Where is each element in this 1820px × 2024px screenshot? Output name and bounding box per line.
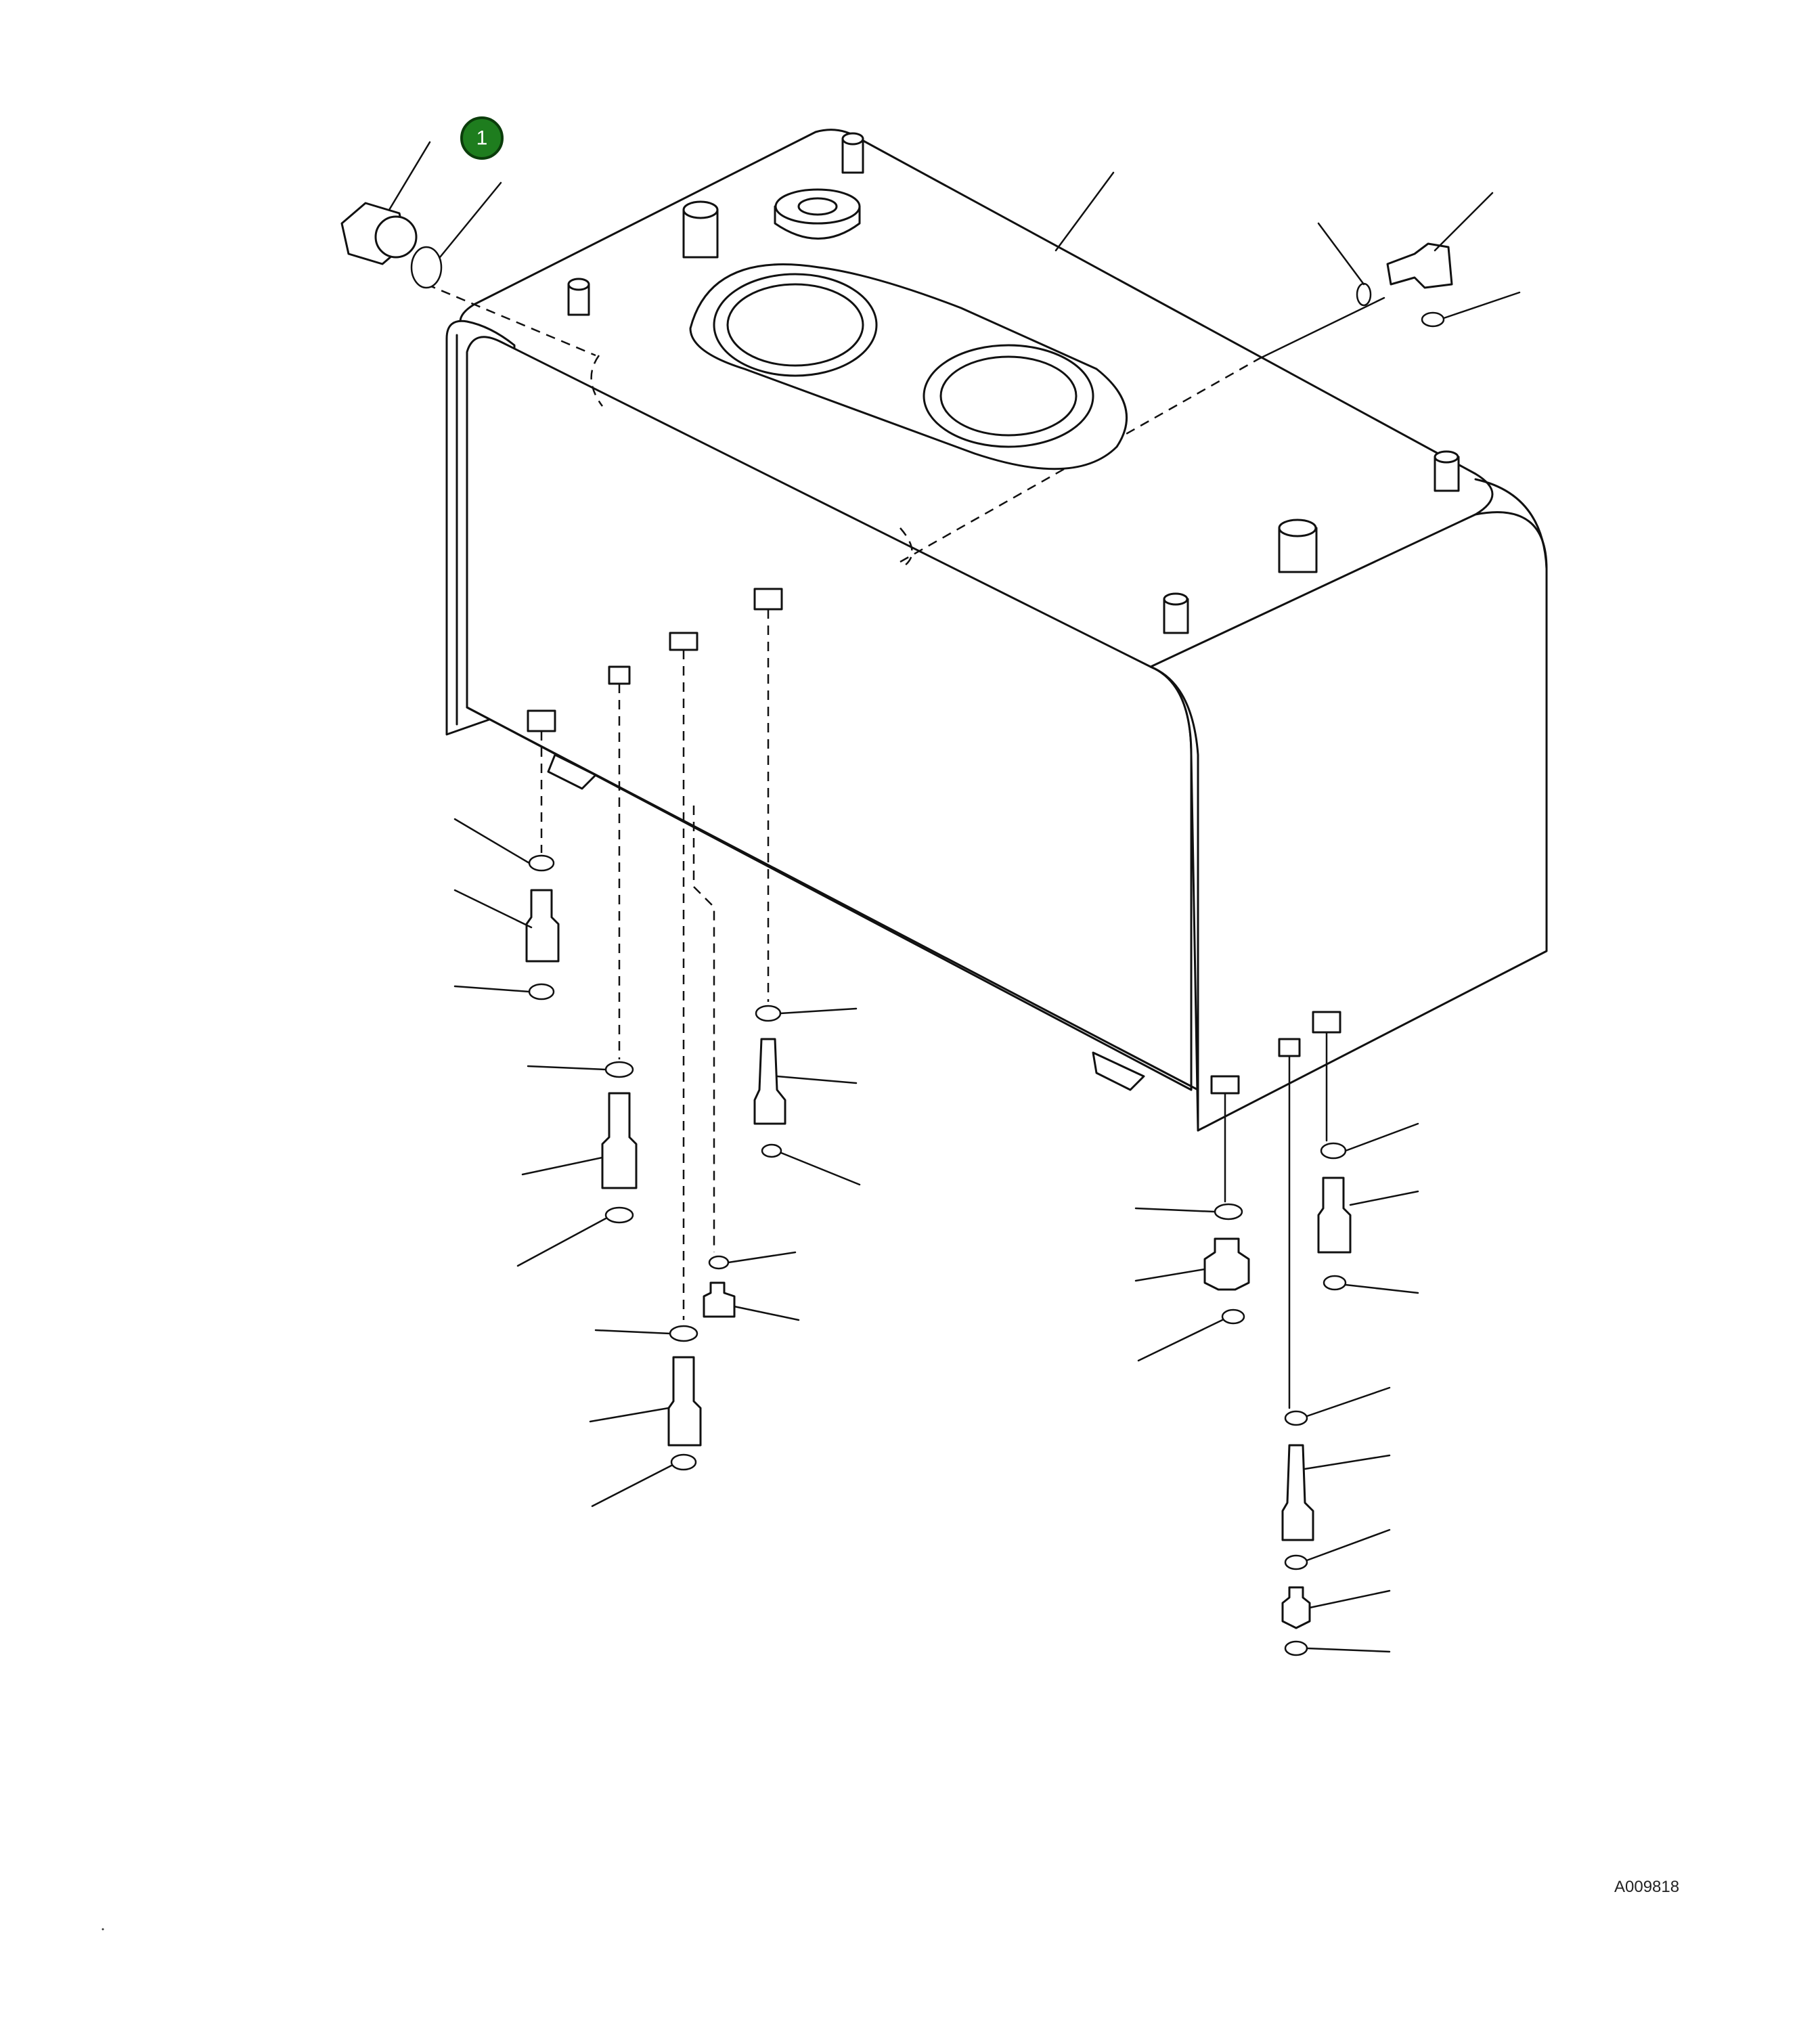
plug-o-ring	[410, 246, 443, 289]
elbow-fitting-assembly	[1317, 192, 1521, 328]
fitting-group-b	[516, 1061, 638, 1267]
seal-h3	[1284, 1640, 1308, 1656]
callout-badge[interactable]	[460, 116, 504, 160]
seal-e2	[761, 1143, 782, 1158]
side-axis-dashed-line	[900, 357, 1260, 563]
boss-1	[841, 132, 864, 174]
port-drop-lines	[527, 588, 1341, 1409]
elbow-fitting	[1386, 242, 1453, 289]
drawing-code: A009818	[1614, 1878, 1679, 1896]
top-flange	[774, 188, 861, 240]
hex-fitting-f	[1203, 1237, 1250, 1291]
callout-1[interactable]: 1	[460, 116, 504, 160]
elbow-seal	[1421, 311, 1445, 328]
boss-3	[567, 278, 590, 316]
straight-fitting-d	[667, 1356, 702, 1447]
cover-plate	[689, 263, 1128, 470]
elbow-leader	[1434, 192, 1494, 252]
boss-2	[682, 200, 719, 259]
seal-d2	[670, 1453, 697, 1471]
fitting-group-d	[589, 1325, 702, 1508]
long-tube-fitting-h	[1281, 1444, 1314, 1541]
grease-nipple-h	[1281, 1586, 1311, 1629]
tank-leader	[1055, 171, 1115, 252]
seal-e1	[755, 1005, 782, 1022]
fitting-group-c	[703, 1251, 800, 1321]
top-hole-dash-1	[590, 355, 604, 407]
fitting-group-f	[1134, 1203, 1250, 1362]
tank-foot-right	[1092, 1051, 1145, 1091]
side-axis-line	[1258, 296, 1385, 360]
elbow-o-ring	[1356, 282, 1372, 307]
seal-f1	[1214, 1203, 1243, 1220]
straight-fitting-a	[525, 889, 560, 963]
seal-h2	[1284, 1554, 1308, 1570]
reducer-fitting-b	[601, 1092, 638, 1189]
seal-b2	[604, 1206, 634, 1224]
tank-rounded-edge	[1149, 665, 1199, 1132]
plug-axis-dashed-line	[426, 283, 596, 357]
seal-b1	[604, 1061, 634, 1078]
seal-a1	[528, 854, 555, 872]
seal-g2	[1323, 1275, 1347, 1291]
boss-5	[1278, 519, 1318, 573]
elbow-seal-leader	[1442, 291, 1521, 320]
seal-h1	[1284, 1410, 1308, 1426]
top-hole-dash-2	[900, 527, 913, 570]
callout-label[interactable]: 1	[476, 127, 488, 150]
tank-foot-left	[547, 753, 597, 790]
elbow-o-ring-leader	[1317, 222, 1365, 286]
boss-4	[1434, 450, 1460, 492]
plug-assembly	[340, 141, 502, 289]
plug-leader	[388, 141, 431, 211]
hex-plug-thread	[374, 215, 418, 259]
stray-dot	[102, 1928, 104, 1931]
fitting-group-g	[1317, 1122, 1419, 1294]
seal-a2	[528, 983, 555, 1000]
o-ring-leader	[439, 181, 502, 259]
seal-d1	[669, 1325, 698, 1342]
tube-fitting-e	[753, 1038, 786, 1125]
seal-c1	[708, 1255, 730, 1270]
fitting-group-e	[753, 1005, 861, 1186]
hydraulic-tank	[426, 129, 1548, 1132]
small-plug-c	[703, 1281, 736, 1318]
seal-f2	[1221, 1308, 1245, 1325]
fitting-group-h	[1281, 1386, 1391, 1656]
seal-g1	[1320, 1142, 1347, 1160]
fitting-group-a	[453, 818, 560, 1000]
tank-top-rounded-edge	[1474, 478, 1548, 570]
boss-6	[1163, 592, 1189, 634]
straight-fitting-g	[1317, 1176, 1352, 1254]
